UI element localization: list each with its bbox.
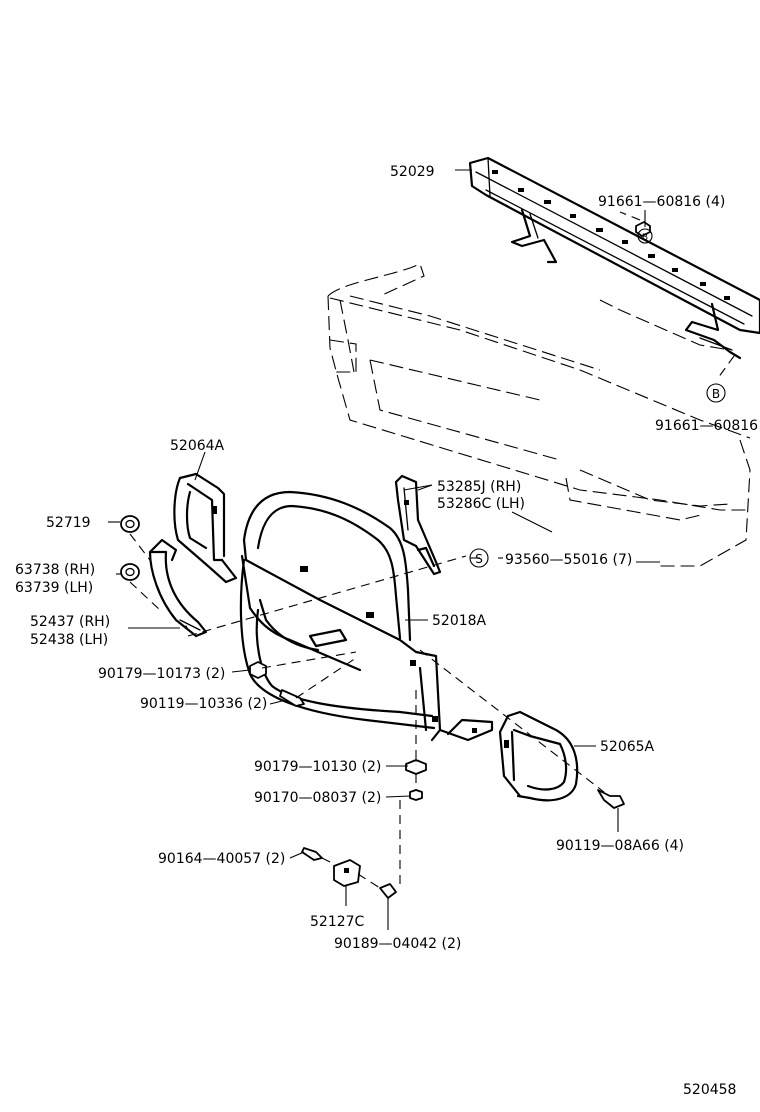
- svg-text:S: S: [475, 552, 483, 566]
- side-piece-52437-52438: [148, 538, 208, 638]
- side-guard-52064a: [173, 472, 238, 584]
- label-52437: 52437 (RH): [30, 614, 110, 630]
- fasteners: [120, 221, 651, 899]
- label-90179-10130: 90179—10130 (2): [254, 759, 381, 775]
- label-52719: 52719: [46, 515, 91, 531]
- svg-text:B: B: [642, 233, 648, 243]
- diagram-id: 520458: [683, 1082, 736, 1098]
- label-63738: 63738 (RH): [15, 562, 95, 578]
- label-53285j: 53285J (RH): [437, 479, 521, 495]
- label-63739: 63739 (LH): [15, 580, 93, 596]
- leader-lines: [108, 169, 660, 930]
- label-90119-10336: 90119—10336 (2): [140, 696, 267, 712]
- label-90119-08a66: 90119—08A66 (4): [556, 838, 684, 854]
- callout-s: S: [469, 548, 489, 568]
- svg-text:B: B: [712, 387, 720, 401]
- label-52029: 52029: [390, 164, 435, 180]
- bumper-reinforcement-52029: [468, 156, 760, 360]
- label-91661-60816: 91661—60816: [655, 418, 758, 434]
- label-52438: 52438 (LH): [30, 632, 108, 648]
- label-90170-08037: 90170—08037 (2): [254, 790, 381, 806]
- side-guard-52065a: [498, 710, 579, 802]
- callout-b-right: B: [706, 383, 726, 403]
- label-53286c: 53286C (LH): [437, 496, 525, 512]
- label-90164-40057: 90164—40057 (2): [158, 851, 285, 867]
- label-90189-04042: 90189—04042 (2): [334, 936, 461, 952]
- alignment-lines: [129, 211, 735, 890]
- callout-b-top: B: [637, 228, 653, 244]
- label-93560-55016: 93560—55016 (7): [505, 552, 632, 568]
- label-52064a: 52064A: [170, 438, 225, 454]
- label-91661-60816-4: 91661—60816 (4): [598, 194, 725, 210]
- label-52127c: 52127C: [310, 914, 365, 930]
- label-90179-10173: 90179—10173 (2): [98, 666, 225, 682]
- label-52018a: 52018A: [432, 613, 487, 629]
- part-labels: 52029 91661—60816 (4) 91661—60816 52064A…: [15, 164, 758, 1098]
- bumper-cover-outline: [327, 263, 751, 567]
- bracket-53285j-53286c: [394, 474, 442, 576]
- label-52065a: 52065A: [600, 739, 655, 755]
